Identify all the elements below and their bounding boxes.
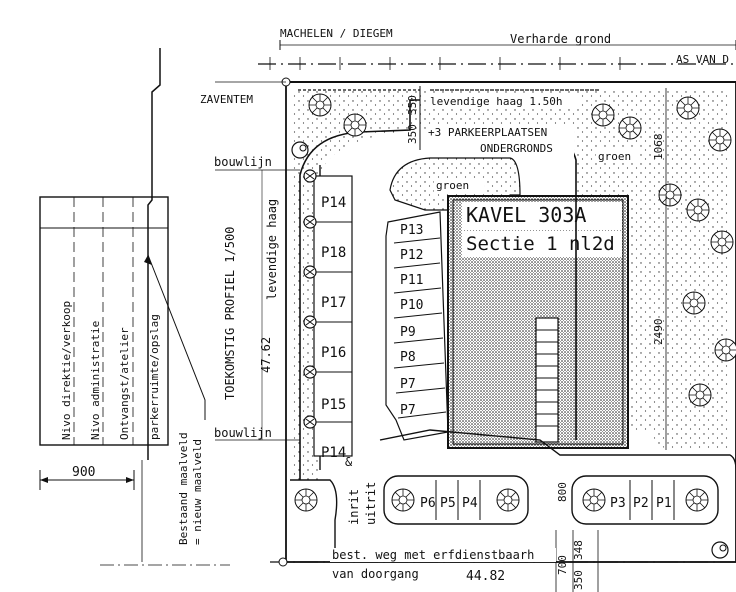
parking-p9: P9	[400, 325, 416, 340]
label-toekomstig-profiel: TOEKOMSTIG PROFIEL 1/500	[223, 227, 237, 400]
parking-p10: P10	[400, 298, 423, 313]
parking-p7a: P7	[400, 377, 416, 392]
label-levendige-haag-left: levendige haag	[265, 199, 279, 300]
building-section	[39, 196, 169, 446]
label-nivo-administratie: Nivo administratie	[89, 321, 102, 440]
parking-p14: P14	[321, 195, 346, 211]
parking-p12: P12	[400, 248, 423, 263]
label-ontvangst-atelier: Ontvangst/atelier	[118, 327, 131, 440]
parking-p4: P4	[462, 496, 478, 511]
label-bouwlijn-bottom: bouwlijn	[214, 426, 272, 440]
label-verharde-grond: Verharde grond	[510, 32, 611, 46]
parking-p14b: P14	[321, 445, 346, 461]
stairwell	[535, 317, 559, 443]
parking-p8: P8	[400, 350, 416, 365]
dim-350-b: 350	[406, 124, 419, 144]
label-as-van: AS VAN D	[676, 53, 729, 66]
label-parkeerplaatsen: +3 PARKEERPLAATSEN	[428, 126, 547, 139]
dim-2490: 2490	[652, 319, 665, 346]
parking-p15: P15	[321, 397, 346, 413]
label-groen-right: groen	[598, 150, 631, 163]
label-machelen: MACHELEN / DIEGEM	[280, 27, 393, 40]
label-bestaand-maalveld: Bestaand maalveld	[177, 432, 190, 545]
dim-4762: 47.62	[259, 337, 273, 373]
dim-348: 348	[572, 540, 585, 560]
parking-p16: P16	[321, 345, 346, 361]
label-levendige-haag-top: levendige haag 1.50h	[430, 95, 562, 108]
label-nivo-direktie: Nivo direktie/verkoop	[60, 301, 73, 440]
label-kavel: KAVEL 303A	[466, 203, 586, 227]
dim-800: 800	[556, 482, 569, 502]
parking-p11: P11	[400, 273, 423, 288]
label-nieuw-maalveld: = nieuw maalveld	[191, 439, 204, 545]
label-groen-island: groen	[436, 179, 469, 192]
label-inrit-amp: &	[345, 455, 353, 469]
parking-p5: P5	[440, 496, 456, 511]
parking-p1: P1	[656, 496, 672, 511]
label-zaventem: ZAVENTEM	[200, 93, 253, 106]
parking-p3: P3	[610, 496, 626, 511]
parking-p17: P17	[321, 295, 346, 311]
dim-900: 900	[72, 465, 95, 480]
site-plan: MACHELEN / DIEGEM Verharde grond AS VAN …	[200, 27, 736, 592]
entrance-edge	[290, 479, 338, 560]
parking-bottom-left: P6 P5 P4	[383, 475, 529, 525]
label-uitrit: uitrit	[364, 482, 378, 525]
driveway-edge-left	[299, 99, 420, 480]
parking-p2: P2	[633, 496, 649, 511]
level-leader	[147, 254, 206, 420]
label-best-weg: best. weg met erfdienstbaarh	[332, 548, 534, 562]
dim-350-c: 350	[572, 570, 585, 590]
label-bouwlijn-top: bouwlijn	[214, 155, 272, 169]
dim-700: 700	[556, 555, 569, 575]
parking-p7b: P7	[400, 403, 416, 418]
dim-1068: 1068	[652, 134, 665, 161]
parking-bottom-right: P3 P2 P1	[571, 475, 719, 525]
parking-p6: P6	[420, 496, 436, 511]
parking-p13: P13	[400, 223, 423, 238]
label-inrit: inrit	[347, 489, 361, 525]
terrain-line	[147, 48, 161, 460]
section-profile: 900 Nivo direktie/verkoop Nivo administr…	[39, 48, 230, 566]
label-van-doorgang: van doorgang	[332, 567, 419, 581]
label-parkerruimte: parkerruimte/opslag	[148, 314, 161, 440]
dim-350-a: 350	[406, 95, 419, 115]
label-ondergronds: ONDERGRONDS	[480, 142, 553, 155]
label-sectie: Sectie 1 nl2d	[466, 233, 615, 255]
parking-diagonal: P13 P12 P11 P10 P9 P8 P7 P7	[385, 211, 449, 441]
parking-p18: P18	[321, 245, 346, 261]
dim-4482: 44.82	[466, 569, 505, 584]
parking-column-left: P14 P18 P17 P16 P15 P14	[303, 169, 353, 461]
